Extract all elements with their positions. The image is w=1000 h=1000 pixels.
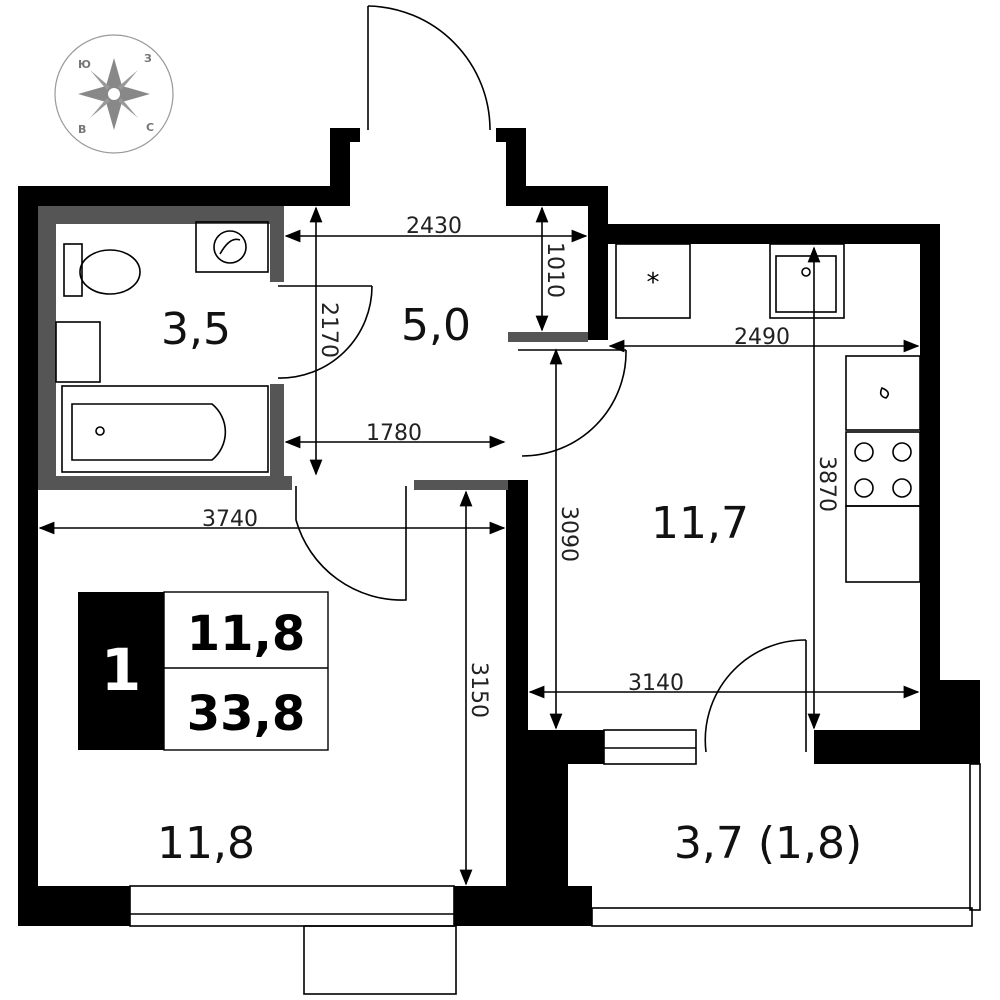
entrance-door — [367, 5, 491, 131]
rooms-count: 1 — [101, 636, 141, 704]
room-area-balcony: 3,7 (1,8) — [674, 818, 862, 869]
dimension-lines — [38, 206, 920, 886]
compass-letter-top-right: З — [144, 52, 152, 65]
bathroom-walls — [38, 206, 588, 490]
compass-letter-top-left: Ю — [78, 58, 91, 71]
exterior-walls — [18, 128, 980, 926]
windows — [129, 729, 981, 995]
kitchen-fixtures: * — [615, 243, 921, 583]
balcony-door — [704, 639, 807, 753]
dim-room-width: 3740 — [202, 507, 258, 532]
total-area-value: 33,8 — [187, 686, 305, 742]
dim-hall-width: 2430 — [406, 214, 462, 239]
dim-room-height: 3150 — [466, 662, 491, 718]
compass-letter-bottom-left: В — [78, 123, 86, 136]
dim-hall-depth-top: 1010 — [542, 242, 567, 298]
compass-letter-bottom-right: С — [146, 121, 154, 134]
dim-kitchen-height: 3090 — [556, 506, 581, 562]
living-area-value: 11,8 — [187, 606, 305, 662]
dim-hall-lower: 1780 — [366, 421, 422, 446]
bathroom-door — [277, 285, 373, 379]
room-area-living: 11,8 — [157, 818, 255, 869]
room-area-bathroom: 3,5 — [161, 304, 231, 355]
dim-kitchen-full: 3870 — [814, 456, 839, 512]
room-area-hall: 5,0 — [401, 300, 471, 351]
bathroom-fixtures — [55, 221, 269, 473]
fridge-icon: * — [647, 268, 660, 298]
area-summary-badge: 1 11,8 33,8 — [78, 591, 329, 751]
dim-kitchen-top: 2490 — [734, 325, 790, 350]
room-area-kitchen: 11,7 — [651, 498, 749, 549]
living-door — [295, 486, 407, 601]
dim-bath-height: 2170 — [316, 302, 341, 358]
kitchen-door — [518, 349, 627, 457]
compass-icon: Ю З В С — [54, 34, 174, 154]
dim-kitchen-width: 3140 — [628, 671, 684, 696]
